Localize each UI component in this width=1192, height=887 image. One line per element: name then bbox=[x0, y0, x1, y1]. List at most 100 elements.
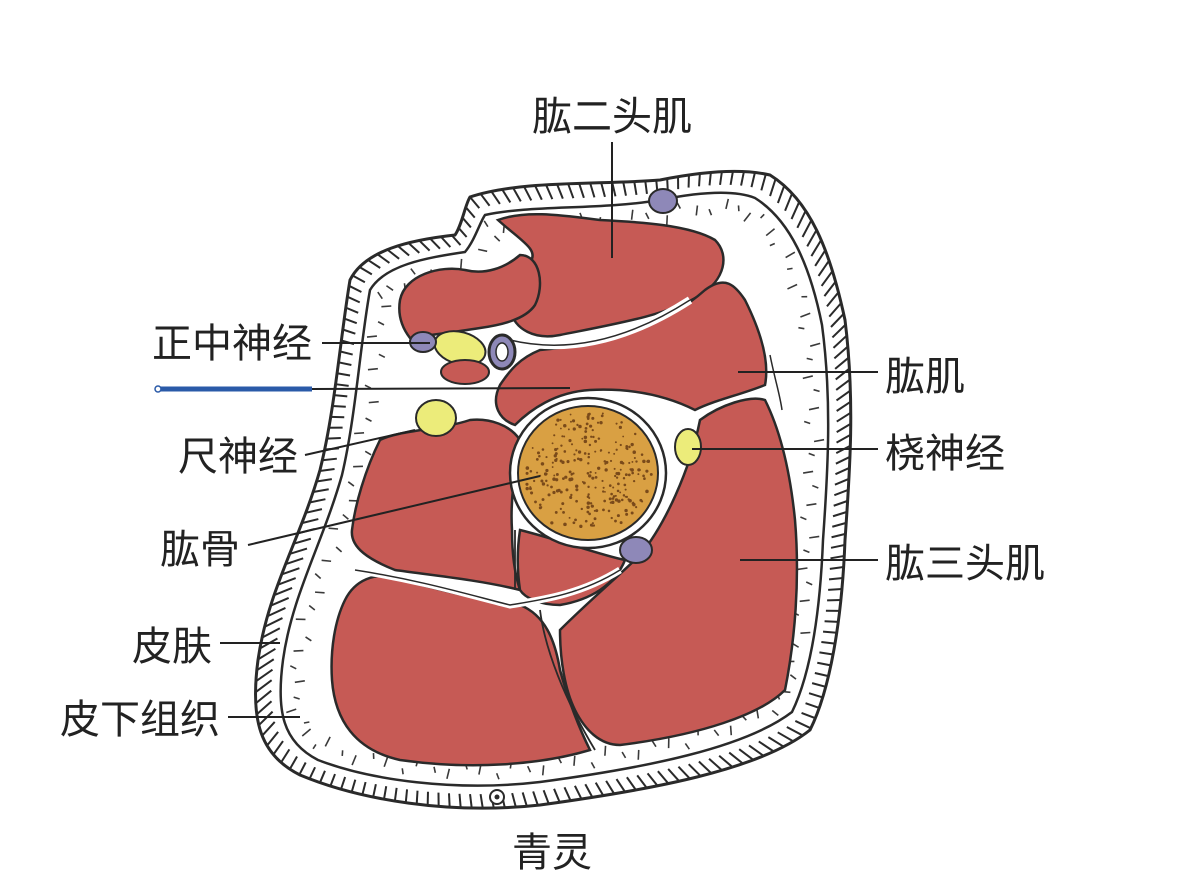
fat-dash-mark bbox=[756, 709, 760, 719]
skin-hatch-mark bbox=[740, 171, 745, 186]
marrow-dot bbox=[565, 488, 569, 492]
marrow-dot bbox=[628, 445, 631, 449]
brachialis-muscle bbox=[494, 281, 768, 427]
skin-hatch-mark bbox=[808, 692, 823, 699]
fat-dash-mark bbox=[289, 665, 297, 670]
marrow-dot bbox=[635, 506, 638, 509]
skin-hatch-mark bbox=[469, 793, 473, 809]
marrow-dot bbox=[587, 485, 590, 489]
marrow-dot bbox=[566, 460, 570, 464]
marrow-dot bbox=[586, 505, 590, 510]
fat-dash-mark bbox=[800, 631, 811, 634]
marrow-dot bbox=[619, 460, 624, 465]
fat-dash-mark bbox=[286, 708, 297, 714]
skin-hatch-mark bbox=[728, 751, 744, 765]
marrow-dot bbox=[588, 512, 591, 516]
marrow-dot bbox=[615, 448, 618, 451]
marrow-dot bbox=[605, 460, 609, 464]
marrow-dot bbox=[613, 467, 616, 470]
marrow-dot bbox=[562, 477, 565, 480]
marrow-dot bbox=[563, 450, 567, 453]
marrow-dot bbox=[570, 420, 572, 423]
marrow-dot bbox=[627, 473, 631, 477]
fat-dash-mark bbox=[604, 745, 607, 756]
marrow-dot bbox=[616, 489, 620, 493]
marrow-dot bbox=[555, 457, 558, 460]
marrow-dot bbox=[618, 425, 623, 429]
marrow-dot bbox=[597, 466, 601, 470]
marrow-dot bbox=[594, 472, 597, 474]
skin-hatch-mark bbox=[830, 554, 845, 560]
fat-dash-mark bbox=[813, 438, 825, 443]
vein-shape-posterior bbox=[619, 536, 653, 564]
skin-hatch-mark bbox=[367, 259, 381, 269]
marrow-dot bbox=[638, 468, 641, 472]
marrow-dot bbox=[594, 450, 597, 453]
marrow-dot bbox=[632, 450, 637, 454]
marrow-dot bbox=[592, 435, 595, 439]
marrow-dot bbox=[556, 418, 560, 422]
fat-dash-mark bbox=[354, 431, 365, 435]
fat-dash-mark bbox=[324, 736, 331, 747]
marrow-dot bbox=[546, 484, 549, 487]
fat-dash-mark bbox=[803, 420, 811, 425]
marrow-dot bbox=[556, 447, 559, 450]
marrow-dot bbox=[584, 520, 587, 523]
label-group: 肱二头肌 正中神经 尺神经 肱骨 皮肤 皮下组织 肱肌 桡神经 肱三头肌 青灵 bbox=[60, 94, 1045, 876]
marrow-dot bbox=[609, 501, 612, 504]
marrow-dot bbox=[587, 412, 591, 417]
skin-hatch-mark bbox=[336, 372, 351, 377]
fat-dash-mark bbox=[433, 766, 437, 773]
fat-dash-mark bbox=[294, 680, 305, 684]
skin-hatch-mark bbox=[830, 313, 845, 328]
fat-dash-mark bbox=[789, 674, 797, 680]
marrow-dot bbox=[620, 498, 624, 502]
skin-hatch-mark bbox=[817, 661, 832, 667]
skin-hatch-mark bbox=[832, 510, 848, 518]
fat-dash-mark bbox=[493, 235, 501, 242]
marrow-dot bbox=[579, 457, 583, 462]
skin-hatch-marks bbox=[254, 171, 852, 809]
skin-hatch-mark bbox=[361, 781, 367, 795]
marrow-dot bbox=[585, 422, 589, 426]
marrow-dot bbox=[551, 461, 554, 464]
marrow-dot bbox=[529, 469, 533, 473]
marrow-dot bbox=[587, 462, 590, 465]
marrow-dot bbox=[642, 474, 645, 478]
skin-hatch-mark bbox=[523, 186, 533, 201]
marrow-dot bbox=[580, 507, 583, 511]
marrow-dot bbox=[532, 479, 536, 483]
skin-hatch-mark bbox=[790, 201, 801, 220]
skin-hatch-mark bbox=[786, 726, 804, 737]
intermuscular-septa bbox=[354, 296, 783, 751]
skin-hatch-mark bbox=[261, 721, 276, 737]
skin-hatch-mark bbox=[806, 229, 818, 247]
marrow-dot bbox=[630, 468, 634, 472]
marrow-dot bbox=[632, 479, 636, 483]
marrow-dot bbox=[630, 442, 634, 447]
marrow-dot bbox=[545, 468, 549, 473]
skin-hatch-mark bbox=[578, 183, 585, 199]
marrow-dot bbox=[584, 427, 588, 430]
fat-dash-mark bbox=[809, 535, 820, 539]
marrow-dot bbox=[607, 451, 610, 454]
skin-hatch-mark bbox=[277, 577, 297, 586]
fat-dash-mark bbox=[792, 642, 800, 648]
skin-hatch-mark bbox=[836, 433, 852, 444]
fat-dash-mark bbox=[799, 599, 810, 603]
fat-dash-mark bbox=[495, 772, 500, 780]
label-radial-nerve: 桡神经 bbox=[885, 431, 1005, 477]
skin-hatch-mark bbox=[830, 543, 846, 549]
marrow-dot bbox=[541, 498, 545, 502]
marrow-dot bbox=[588, 474, 592, 478]
marrow-dot bbox=[555, 472, 559, 476]
marrow-dot bbox=[594, 439, 598, 443]
marrow-dot bbox=[619, 491, 622, 494]
skin-hatch-mark bbox=[748, 744, 765, 757]
skin-hatch-mark bbox=[553, 788, 561, 803]
marrow-dot bbox=[561, 435, 564, 438]
fat-dash-mark bbox=[651, 740, 657, 748]
marrow-dot bbox=[541, 448, 545, 451]
marrow-dot bbox=[536, 451, 541, 455]
marrow-dot bbox=[575, 499, 578, 503]
